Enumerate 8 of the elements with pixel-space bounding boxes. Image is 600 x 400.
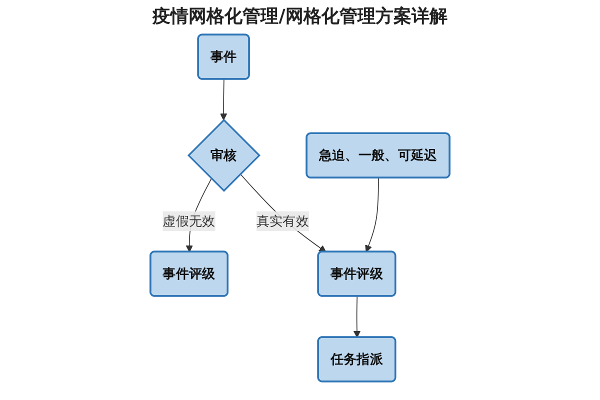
arrow (365, 178, 379, 252)
edge-label: 真实有效 (256, 212, 310, 229)
arrow (353, 296, 361, 338)
edge-label: 虚假无效 (162, 212, 216, 229)
arrow (220, 78, 228, 120)
node-diamond: 审核 (187, 118, 260, 192)
arrow (240, 174, 326, 252)
diagram-title: 疫情网格化管理/网格化管理方案详解 (151, 5, 448, 28)
